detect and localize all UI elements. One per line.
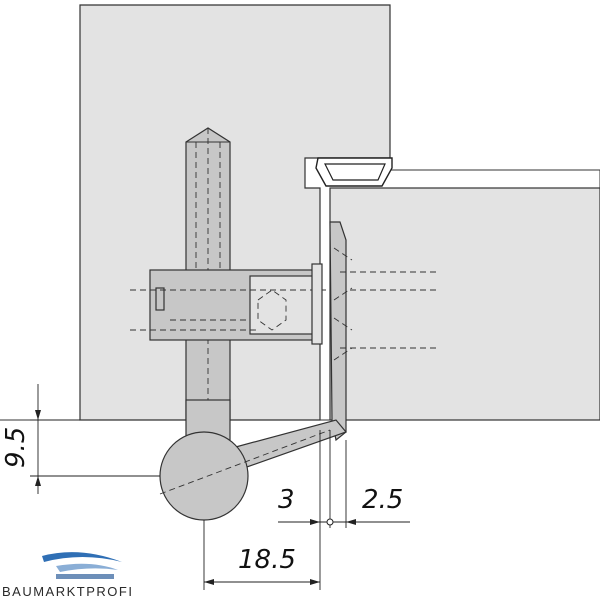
brand-name: BAUMARKTPROFI xyxy=(2,584,133,599)
dimension-vertical xyxy=(30,384,160,494)
dimension-pin-offset xyxy=(203,520,321,590)
dimension-label-vertical: 9.5 xyxy=(1,427,31,468)
dimension-label-pin-offset: 18.5 xyxy=(238,545,296,575)
door-leaf xyxy=(329,169,600,421)
blue-swoosh-logo-icon xyxy=(42,552,122,579)
dimension-label-gap: 3 xyxy=(278,485,295,515)
dimension-label-plate: 2.5 xyxy=(362,485,403,515)
adjustment-block xyxy=(130,262,440,345)
seal-profile xyxy=(315,157,393,187)
dimension-gap xyxy=(278,430,410,528)
door-plate xyxy=(329,221,440,442)
